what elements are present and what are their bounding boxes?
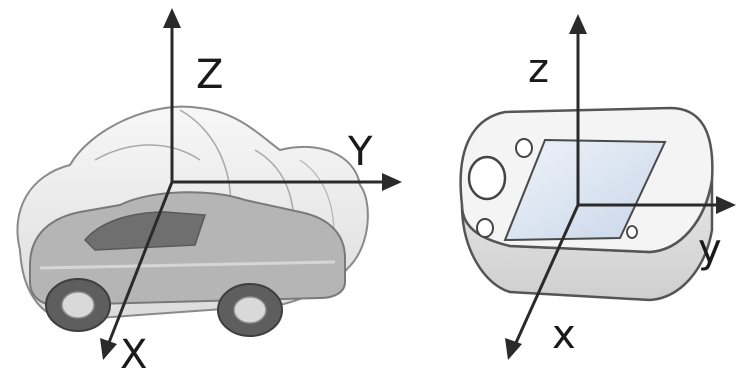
phone-small-button-bottom xyxy=(477,219,493,237)
car-frame-group: Z Y X xyxy=(17,8,402,371)
phone-y-arrowhead xyxy=(716,196,736,214)
car-y-arrowhead xyxy=(382,173,402,191)
car-z-arrowhead xyxy=(163,8,181,28)
phone-y-label: y xyxy=(698,226,722,272)
car-x-label: X xyxy=(120,332,147,371)
phone-x-arrowhead xyxy=(505,338,522,360)
phone-frame-group: z y x xyxy=(461,14,736,360)
phone-z-arrowhead xyxy=(569,14,587,34)
phone-big-button xyxy=(469,157,505,199)
car-z-label: Z xyxy=(196,52,223,98)
car-wheel-rear xyxy=(218,284,282,336)
phone-z-label: z xyxy=(528,46,549,92)
phone-small-button-top xyxy=(516,139,532,157)
car-wheel-front xyxy=(46,279,110,331)
car-y-label: Y xyxy=(347,129,373,175)
car-x-arrowhead xyxy=(100,338,117,360)
phone-indicator-dot xyxy=(627,226,637,238)
car-illustration xyxy=(17,107,367,336)
phone-x-label: x xyxy=(552,312,576,358)
